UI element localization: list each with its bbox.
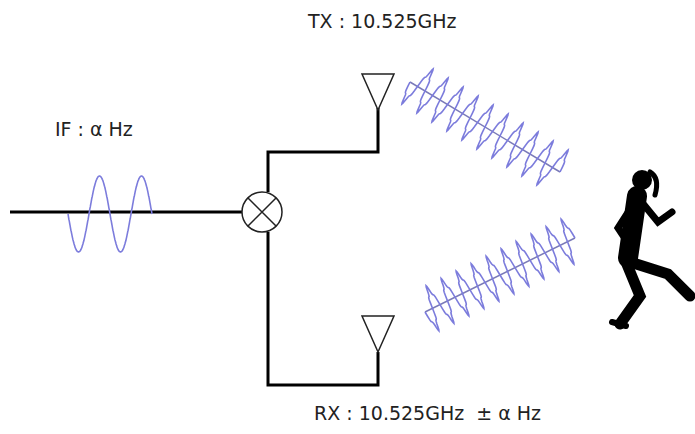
mixer-symbol [242,192,282,232]
tx-wire [268,108,378,192]
tx-antenna [362,74,394,110]
signal-waves [68,69,575,331]
if-wave [68,176,152,252]
signal-label: RX : 10.525GHz ± α Hz [314,402,541,425]
tx-wave [402,69,568,185]
wires [10,108,378,385]
signal-label: TX : 10.525GHz [308,10,457,33]
rx-wire [268,232,378,385]
rx-antenna [362,316,394,352]
runner-silhouette [612,170,690,326]
if-wire [10,211,242,214]
rx-wave [425,219,575,331]
signal-label: IF : α Hz [55,118,133,141]
